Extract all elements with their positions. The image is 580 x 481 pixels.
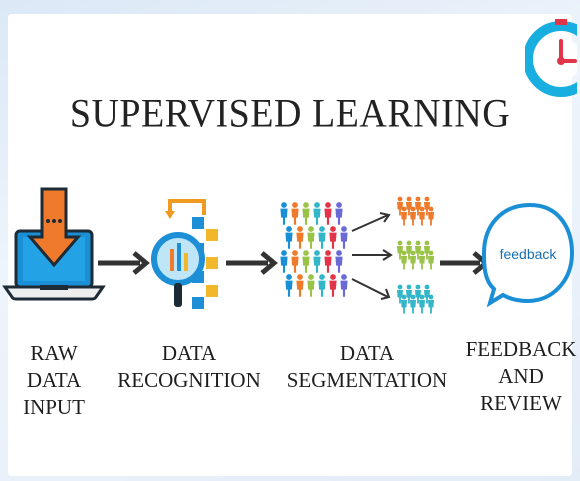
step-label-data-recognition: DATA RECOGNITION bbox=[117, 341, 261, 392]
bubble-text: feedback bbox=[500, 246, 558, 262]
flow-arrow-1 bbox=[98, 251, 150, 275]
magnifier-data-blocks-icon bbox=[151, 199, 218, 309]
person-figure bbox=[313, 202, 321, 225]
person-figure bbox=[324, 250, 332, 273]
split-arrows bbox=[351, 212, 393, 300]
person-figure bbox=[313, 250, 321, 273]
person-figure bbox=[324, 202, 332, 225]
person-figure bbox=[406, 240, 412, 260]
person-figure bbox=[415, 196, 421, 216]
person-figure bbox=[318, 226, 326, 249]
person-figure bbox=[335, 202, 343, 225]
speech-bubble-icon: feedback bbox=[481, 202, 575, 308]
person-figure bbox=[291, 202, 299, 225]
person-figure bbox=[397, 240, 403, 260]
person-figure bbox=[401, 250, 407, 270]
person-figure bbox=[329, 226, 337, 249]
person-figure bbox=[424, 284, 430, 304]
page-title: SUPERVISED LEARNING bbox=[69, 91, 511, 137]
flow-arrow-3 bbox=[440, 251, 490, 275]
person-figure bbox=[401, 206, 407, 226]
person-figure bbox=[291, 250, 299, 273]
person-figure bbox=[285, 226, 293, 249]
person-figure bbox=[401, 294, 407, 314]
person-figure bbox=[307, 226, 315, 249]
segmented-groups bbox=[397, 196, 434, 314]
person-figure bbox=[302, 250, 310, 273]
flow-diagram: feedback bbox=[2, 187, 575, 314]
person-figure bbox=[329, 274, 337, 297]
step-label-raw-data-input: RAW DATA INPUT bbox=[23, 341, 85, 419]
person-figure bbox=[406, 284, 412, 304]
person-figure bbox=[419, 206, 425, 226]
person-figure bbox=[302, 202, 310, 225]
clock-logo-icon bbox=[525, 19, 577, 97]
person-figure bbox=[280, 250, 288, 273]
people-crowd-icon bbox=[280, 202, 348, 297]
person-figure bbox=[318, 274, 326, 297]
step-label-data-segmentation: DATA SEGMENTATION bbox=[286, 341, 448, 392]
person-figure bbox=[428, 294, 434, 314]
person-figure bbox=[410, 294, 416, 314]
person-figure bbox=[415, 240, 421, 260]
person-figure bbox=[335, 250, 343, 273]
person-figure bbox=[340, 274, 348, 297]
person-figure bbox=[397, 196, 403, 216]
person-figure bbox=[415, 284, 421, 304]
person-figure bbox=[419, 294, 425, 314]
person-figure bbox=[428, 206, 434, 226]
person-figure bbox=[280, 202, 288, 225]
person-figure bbox=[296, 274, 304, 297]
flow-arrow-2 bbox=[226, 251, 278, 275]
person-figure bbox=[410, 206, 416, 226]
person-figure bbox=[419, 250, 425, 270]
person-figure bbox=[424, 196, 430, 216]
person-figure bbox=[424, 240, 430, 260]
person-figure bbox=[296, 226, 304, 249]
person-figure bbox=[397, 284, 403, 304]
person-figure bbox=[340, 226, 348, 249]
person-figure bbox=[406, 196, 412, 216]
laptop-download-icon bbox=[2, 187, 106, 301]
step-label-feedback-and-review: FEEDBACK AND REVIEW bbox=[465, 337, 577, 415]
person-figure bbox=[307, 274, 315, 297]
person-figure bbox=[410, 250, 416, 270]
person-figure bbox=[428, 250, 434, 270]
person-figure bbox=[285, 274, 293, 297]
